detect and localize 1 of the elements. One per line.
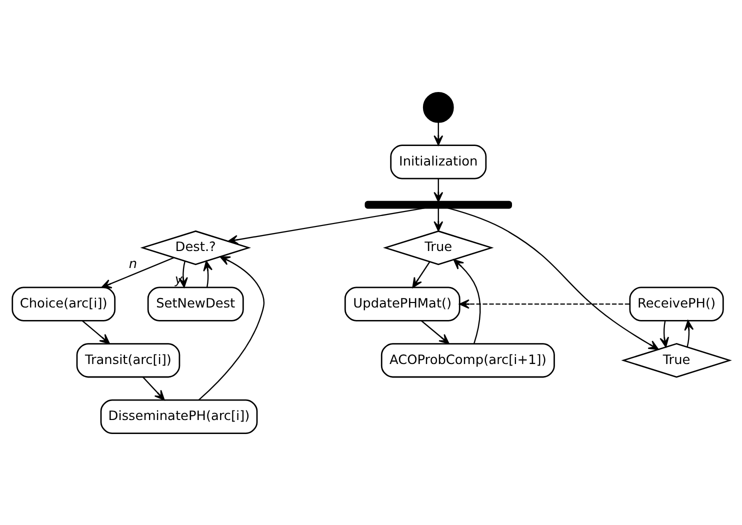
edge-label: n: [128, 256, 138, 272]
